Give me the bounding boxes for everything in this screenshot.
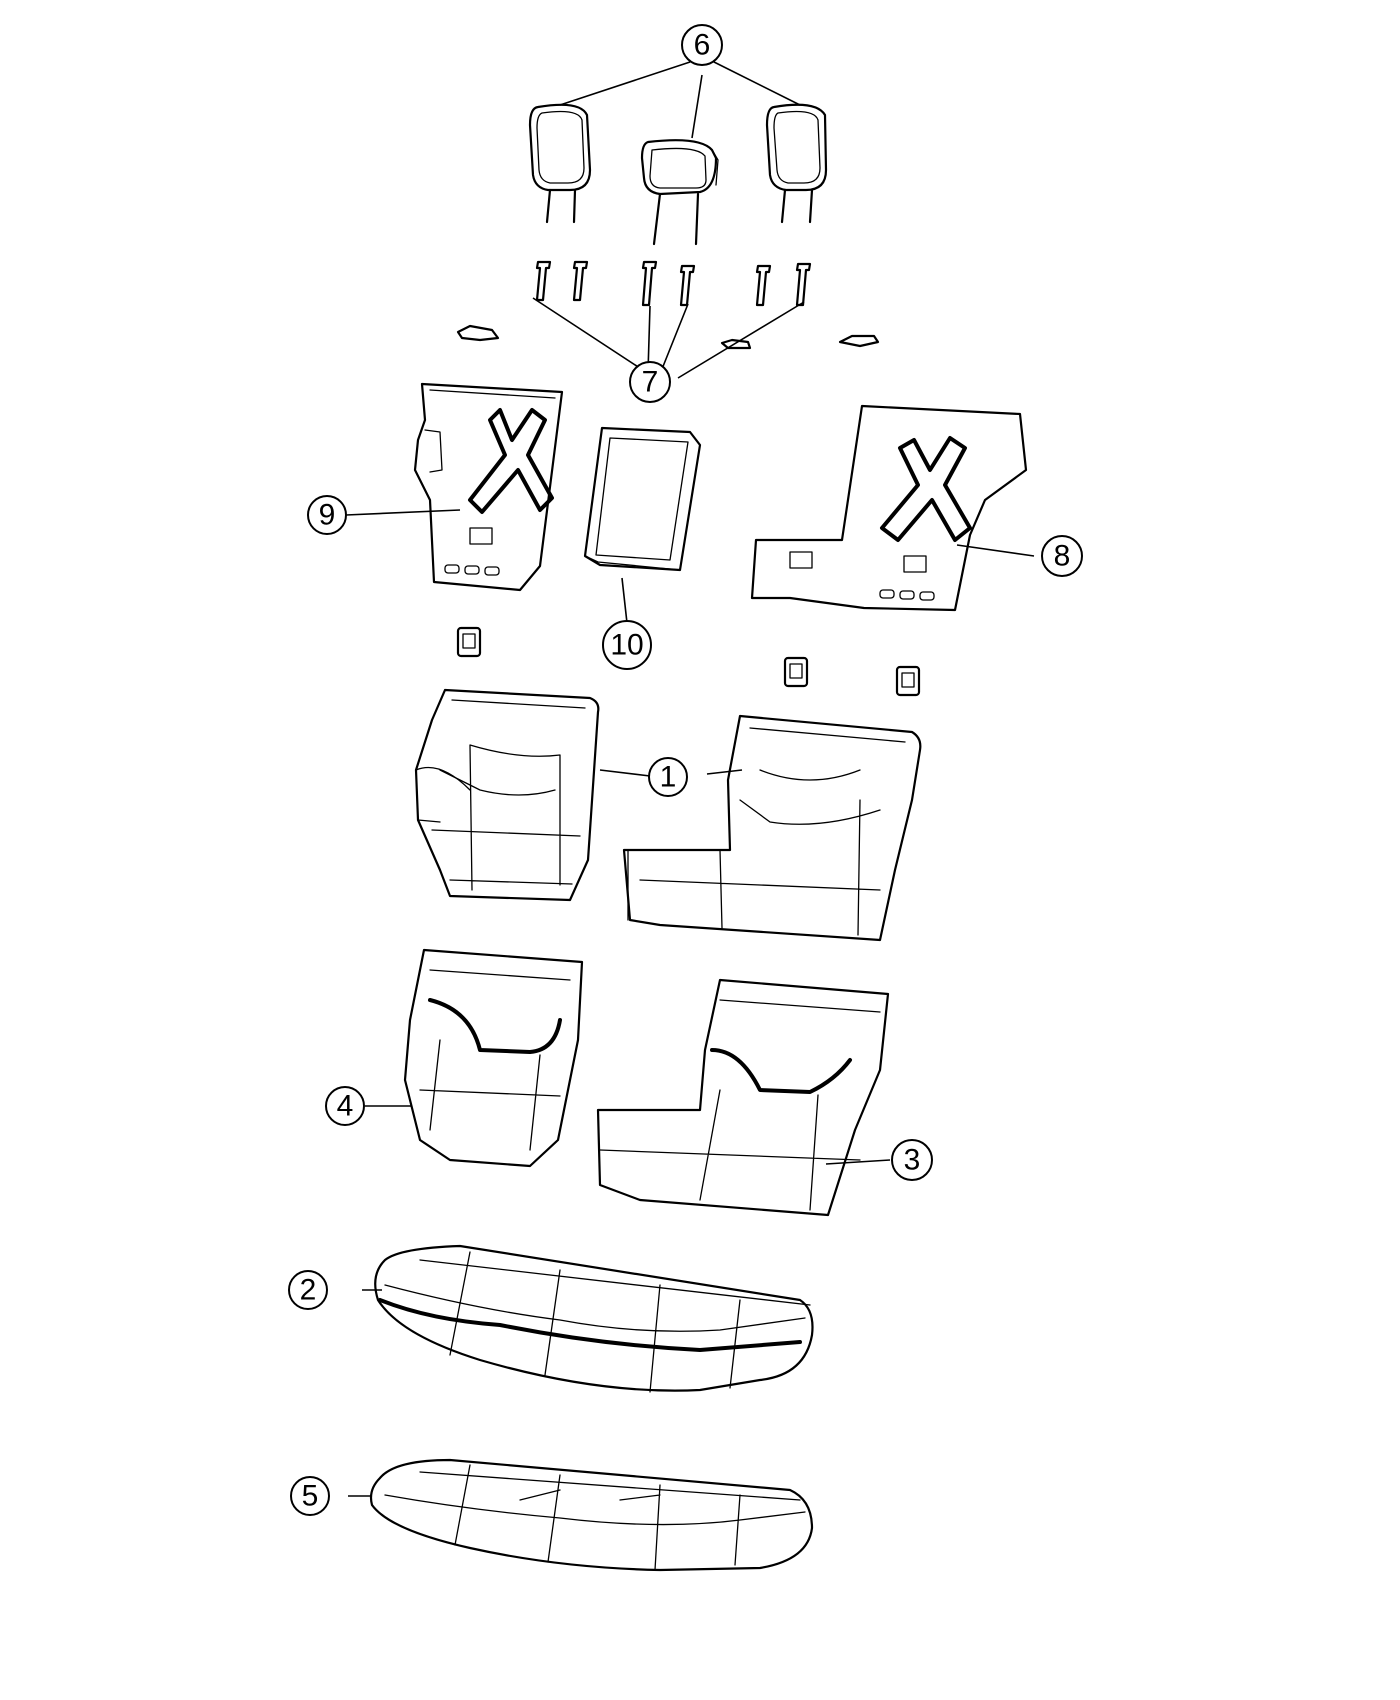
seat-cushion-foam	[369, 1458, 814, 1572]
callout-10-circle	[602, 620, 652, 670]
callout-7-label: 7	[642, 366, 659, 399]
callout-5-circle	[290, 1476, 330, 1516]
seatback-foam-right	[596, 978, 890, 1217]
callout-7: 7	[629, 361, 671, 403]
callout-10: 10	[602, 620, 652, 670]
callout-1-circle	[648, 757, 688, 797]
callout-5-label: 5	[302, 1480, 319, 1513]
seat-back-panel-left	[413, 382, 564, 592]
seatback-foam-left	[403, 948, 584, 1168]
callout-10-label: 10	[610, 629, 643, 662]
callout-6-circle	[681, 24, 723, 66]
latch-brackets	[456, 626, 921, 697]
callout-9-circle	[307, 495, 347, 535]
seat-back-panel-right	[750, 404, 1028, 612]
headrest-center	[640, 139, 719, 246]
callout-1: 1	[648, 757, 688, 797]
callout-8-circle	[1041, 535, 1083, 577]
callout-2-label: 2	[300, 1274, 317, 1307]
callout-3-circle	[891, 1139, 933, 1181]
callout-6: 6	[681, 24, 723, 66]
callout-4-circle	[325, 1086, 365, 1126]
callout-3-label: 3	[904, 1144, 921, 1177]
callout-8-label: 8	[1054, 540, 1071, 573]
seatback-cover-right	[622, 714, 922, 942]
callout-3: 3	[891, 1139, 933, 1181]
seat-cushion-cover	[374, 1244, 814, 1393]
callout-2: 2	[288, 1270, 328, 1310]
callout-5: 5	[290, 1476, 330, 1516]
callout-1-label: 1	[660, 761, 677, 794]
callout-9-label: 9	[319, 499, 336, 532]
callout-4: 4	[325, 1086, 365, 1126]
callout-7-circle	[629, 361, 671, 403]
callout-9: 9	[307, 495, 347, 535]
trim-clips	[456, 324, 880, 350]
callout-6-label: 6	[694, 29, 711, 62]
center-armrest	[583, 426, 702, 572]
callout-2-circle	[288, 1270, 328, 1310]
callout-4-label: 4	[337, 1090, 354, 1123]
seatback-cover-left	[414, 688, 600, 902]
callout-8: 8	[1041, 535, 1083, 577]
headrest-left	[528, 103, 592, 224]
leader-lines	[345, 61, 1035, 1497]
headrest-right	[765, 103, 828, 224]
headrest-guides	[535, 260, 812, 307]
